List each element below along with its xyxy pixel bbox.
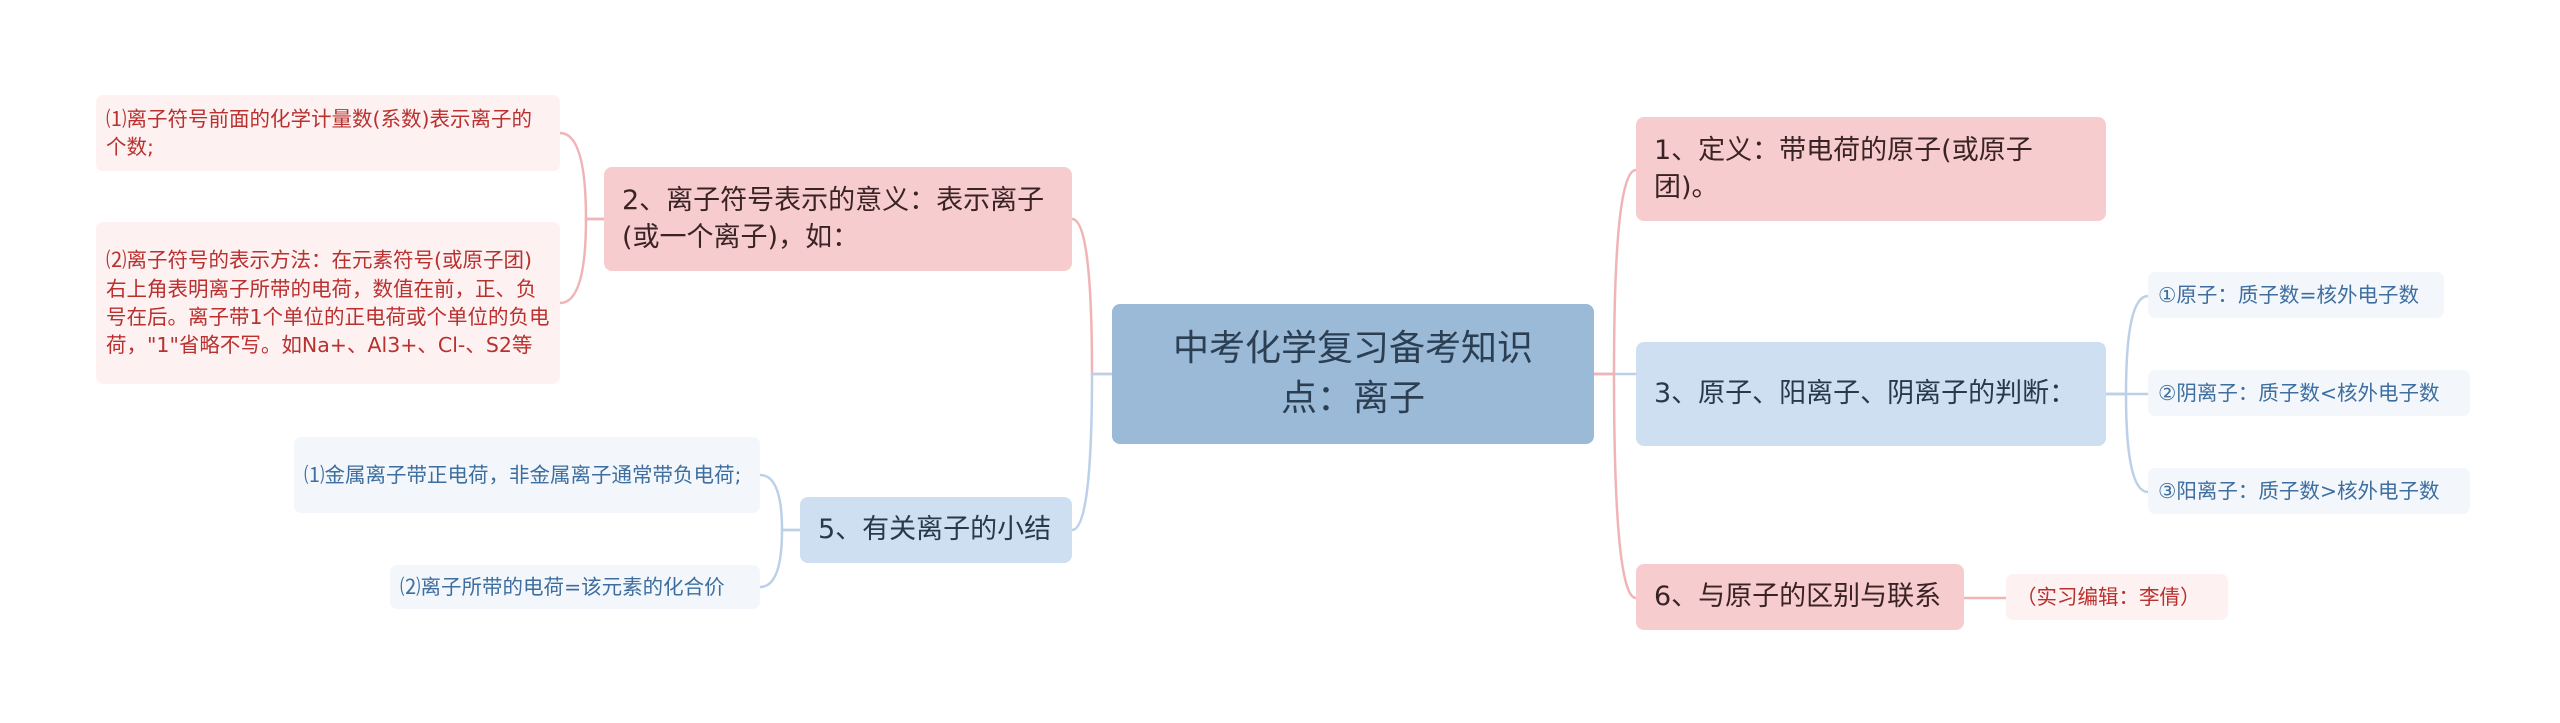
link-root-to-branch-5	[1071, 372, 1112, 532]
branch-3-child-1[interactable]: ①原子：质子数=核外电子数	[2148, 272, 2444, 318]
branch-3-label: 3、原子、阳离子、阴离子的判断：	[1654, 378, 2077, 410]
branch-5-child-2[interactable]: ⑵离子所带的电荷=该元素的化合价	[390, 565, 760, 609]
branch-5-node[interactable]: 5、有关离子的小结	[800, 497, 1072, 563]
link-branch-5-child-2	[759, 528, 800, 589]
branch-2-child-2-label: ⑵离子符号的表示方法：在元素符号(或原子团)右上角表明离子所带的电荷，数值在前，…	[106, 248, 550, 358]
branch-5-child-1-label: ⑴金属离子带正电荷，非金属离子通常带负电荷;	[304, 462, 742, 487]
branch-6-label: 6、与原子的区别与联系	[1654, 581, 1942, 613]
branch-5-label: 5、有关离子的小结	[818, 514, 1052, 546]
branch-6-child-1[interactable]: （实习编辑：李倩）	[2006, 574, 2228, 620]
link-branch-5-child-1	[759, 473, 800, 532]
link-branch-2-child-2	[559, 217, 604, 305]
branch-6-child-1-label: （实习编辑：李倩）	[2016, 584, 2201, 609]
branch-2-child-2[interactable]: ⑵离子符号的表示方法：在元素符号(或原子团)右上角表明离子所带的电荷，数值在前，…	[96, 222, 560, 384]
root-topic-label: 中考化学复习备考知识点：离子	[1172, 328, 1533, 419]
branch-3-child-3[interactable]: ③阳离子：质子数>核外电子数	[2148, 468, 2470, 514]
branch-5-child-2-label: ⑵离子所带的电荷=该元素的化合价	[400, 574, 725, 599]
branch-5-child-1[interactable]: ⑴金属离子带正电荷，非金属离子通常带负电荷;	[294, 437, 760, 513]
branch-2-child-1-label: ⑴离子符号前面的化学计量数(系数)表示离子的个数;	[106, 106, 532, 159]
link-branch-3-child-1	[2106, 294, 2149, 396]
branch-3-child-1-label: ①原子：质子数=核外电子数	[2158, 282, 2420, 307]
branch-6-node[interactable]: 6、与原子的区别与联系	[1636, 564, 1964, 630]
branch-2-child-1[interactable]: ⑴离子符号前面的化学计量数(系数)表示离子的个数;	[96, 95, 560, 171]
branch-1-node[interactable]: 1、定义：带电荷的原子(或原子团)。	[1636, 117, 2106, 221]
link-branch-2-child-1	[559, 131, 604, 221]
root-topic[interactable]: 中考化学复习备考知识点：离子	[1112, 304, 1594, 444]
branch-3-node[interactable]: 3、原子、阳离子、阴离子的判断：	[1636, 342, 2106, 446]
branch-3-child-3-label: ③阳离子：质子数>核外电子数	[2158, 478, 2440, 503]
branch-1-label: 1、定义：带电荷的原子(或原子团)。	[1654, 134, 2033, 203]
link-root-to-branch-2	[1071, 217, 1112, 376]
branch-3-child-2[interactable]: ②阴离子：质子数<核外电子数	[2148, 370, 2470, 416]
branch-3-child-2-label: ②阴离子：质子数<核外电子数	[2158, 380, 2440, 405]
branch-2-label: 2、离子符号表示的意义：表示离子(或一个离子)，如：	[622, 184, 1045, 253]
link-root-to-branch-6	[1594, 372, 1637, 600]
branch-2-node[interactable]: 2、离子符号表示的意义：表示离子(或一个离子)，如：	[604, 167, 1072, 271]
link-branch-3-child-3	[2106, 392, 2149, 494]
link-root-to-branch-1	[1594, 168, 1637, 376]
